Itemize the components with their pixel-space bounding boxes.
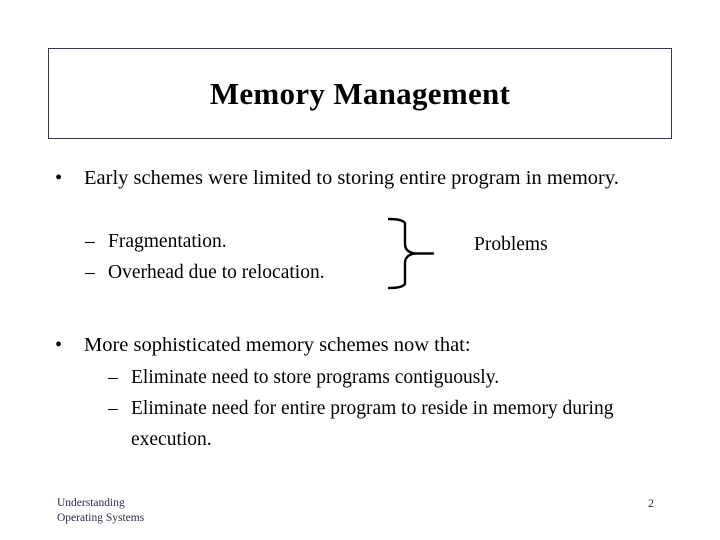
sub-bullet-text: Fragmentation. xyxy=(108,231,227,252)
page-number: 2 xyxy=(648,496,654,510)
page-title: Memory Management xyxy=(209,75,511,111)
sub-bullet-item-1-1: – Fragmentation. xyxy=(85,226,385,257)
curly-brace-icon xyxy=(388,214,436,294)
sub-bullet-text: Eliminate need for entire program to res… xyxy=(131,398,614,450)
dash-marker-icon: – xyxy=(108,398,118,419)
dash-marker-icon: – xyxy=(85,262,95,283)
sub-bullet-item-2-1: – Eliminate need to store programs conti… xyxy=(108,362,648,393)
dash-marker-icon: – xyxy=(108,367,118,388)
footer-line-1: Understanding xyxy=(57,497,125,509)
bullet-item-2: • More sophisticated memory schemes now … xyxy=(55,330,655,361)
annotation-label-problems: Problems xyxy=(474,234,548,255)
sub-bullet-item-2-2: – Eliminate need for entire program to r… xyxy=(108,393,668,455)
bullet-item-1: • Early schemes were limited to storing … xyxy=(55,163,655,194)
bullet-marker-icon: • xyxy=(55,334,63,356)
title-box: Memory Management xyxy=(48,48,672,139)
sub-bullet-text: Overhead due to relocation. xyxy=(108,262,325,283)
sub-bullet-text: Eliminate need to store programs contigu… xyxy=(131,367,500,388)
bullet-marker-icon: • xyxy=(55,167,63,189)
dash-marker-icon: – xyxy=(85,231,95,252)
slide-footer: Understanding Operating Systems xyxy=(57,496,144,526)
bullet-text: Early schemes were limited to storing en… xyxy=(84,167,619,189)
footer-line-2: Operating Systems xyxy=(57,512,145,524)
bullet-text: More sophisticated memory schemes now th… xyxy=(84,334,471,356)
sub-bullet-item-1-2: – Overhead due to relocation. xyxy=(85,257,405,288)
